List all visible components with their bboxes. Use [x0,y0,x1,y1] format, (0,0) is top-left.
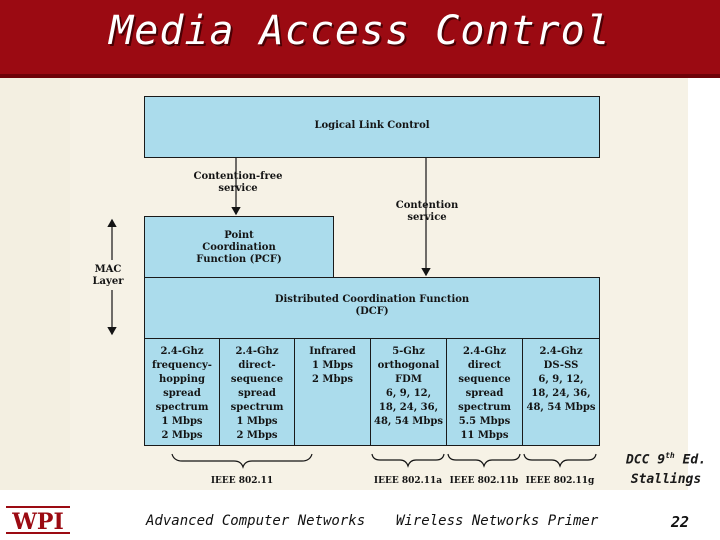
phy-cell-text: 2.4-Ghz frequency- hopping spread spectr… [152,346,212,441]
contention-label: Contention service [395,200,459,223]
phy-cell: 2.4-Ghz DS-SS 6, 9, 12, 18, 24, 36, 48, … [522,338,600,446]
credit-edition: DCC 9 [625,452,666,468]
wpi-logo-text: WPI [11,509,64,535]
footer-topic: Wireless Networks Primer [396,513,599,529]
phy-cell-text: 5-Ghz orthogonal FDM 6, 9, 12, 18, 24, 3… [374,346,443,427]
credit-superscript: th [665,451,675,460]
llc-label: Logical Link Control [314,120,430,131]
page-number: 22 [670,513,690,531]
textbook-credit: DCC 9th Ed. Stallings [612,446,720,490]
phy-cell: 5-Ghz orthogonal FDM 6, 9, 12, 18, 24, 3… [370,338,447,446]
credit-author: Stallings [630,472,702,488]
slide-title: Media Access Control [109,8,611,54]
ieee-80211a-brace [371,453,445,468]
standard-label: IEEE 802.11a [373,476,443,486]
phy-cell-text: 2.4-Ghz DS-SS 6, 9, 12, 18, 24, 36, 48, … [526,346,596,413]
title-bar: Media Access Control [0,0,720,78]
left-panel [0,78,70,490]
standard-label: IEEE 802.11g [525,476,595,486]
pcf-label: Point Coordination Function (PCF) [196,230,282,265]
phy-cell-text: 2.4-Ghz direct- sequence spread spectrum… [230,346,284,441]
phy-cell: Infrared 1 Mbps 2 Mbps [294,338,371,446]
llc-block: Logical Link Control [144,96,600,158]
wpi-logo: WPI [4,504,72,536]
phy-cell: 2.4-Ghz frequency- hopping spread spectr… [144,338,220,446]
credit-line-1: DCC 9th Ed. [612,446,720,470]
phy-cell-text: 2.4-Ghz direct sequence spread spectrum … [458,346,511,441]
phy-cell: 2.4-Ghz direct- sequence spread spectrum… [219,338,295,446]
mac-diagram: Logical Link Control Point Coordination … [70,78,688,490]
phy-cell: 2.4-Ghz direct sequence spread spectrum … [446,338,523,446]
standard-label: IEEE 802.11b [449,476,519,486]
standard-label: IEEE 802.11 [210,476,274,486]
phy-cell-text: Infrared 1 Mbps 2 Mbps [309,346,356,385]
mac-layer-label: MAC Layer [92,264,124,287]
ieee-80211g-brace [523,453,597,468]
ieee-80211b-brace [447,453,521,468]
footer-course: Advanced Computer Networks [146,513,366,529]
ieee-80211-brace [171,453,313,469]
pcf-block: Point Coordination Function (PCF) [144,216,334,278]
contention-free-label: Contention-free service [193,171,283,194]
diagram-connectors [107,158,597,469]
dcf-block: Distributed Coordination Function (DCF) [144,277,600,339]
credit-edition-end: Ed. [674,452,707,468]
dcf-label: Distributed Coordination Function (DCF) [274,294,470,317]
